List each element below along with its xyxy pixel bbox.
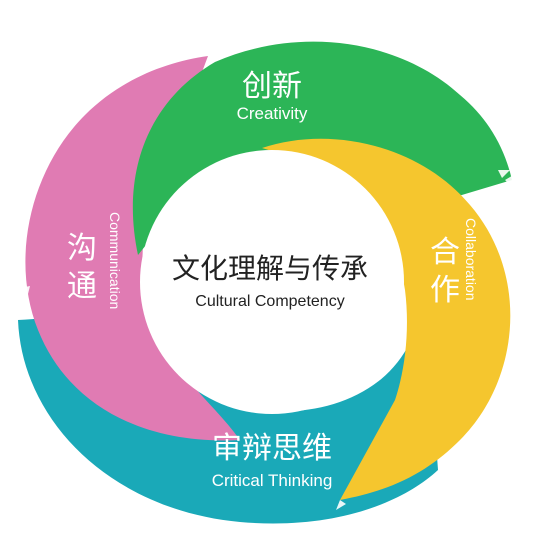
communication-label-cn-2: 通 [67,269,97,304]
critical-thinking-label-en: Critical Thinking [212,471,333,490]
creativity-label-cn: 创新 [242,69,302,104]
collaboration-label-cn-1: 合 [430,235,460,270]
center-circle [140,150,404,414]
communication-label-en: Communication [107,212,123,309]
collaboration-swirl [262,138,511,500]
communication-swirl [25,56,240,441]
critical-thinking-label-cn: 审辩思维 [212,431,332,466]
collaboration-label-cn-2: 作 [430,273,460,308]
center-title-en: Cultural Competency [195,293,344,310]
creativity-label-en: Creativity [237,104,308,123]
collaboration-label-en: Collaboration [463,218,479,301]
center-title-cn: 文化理解与传承 [172,252,368,285]
brush-fringes [16,48,515,510]
communication-label-cn-1: 沟 [67,231,97,266]
